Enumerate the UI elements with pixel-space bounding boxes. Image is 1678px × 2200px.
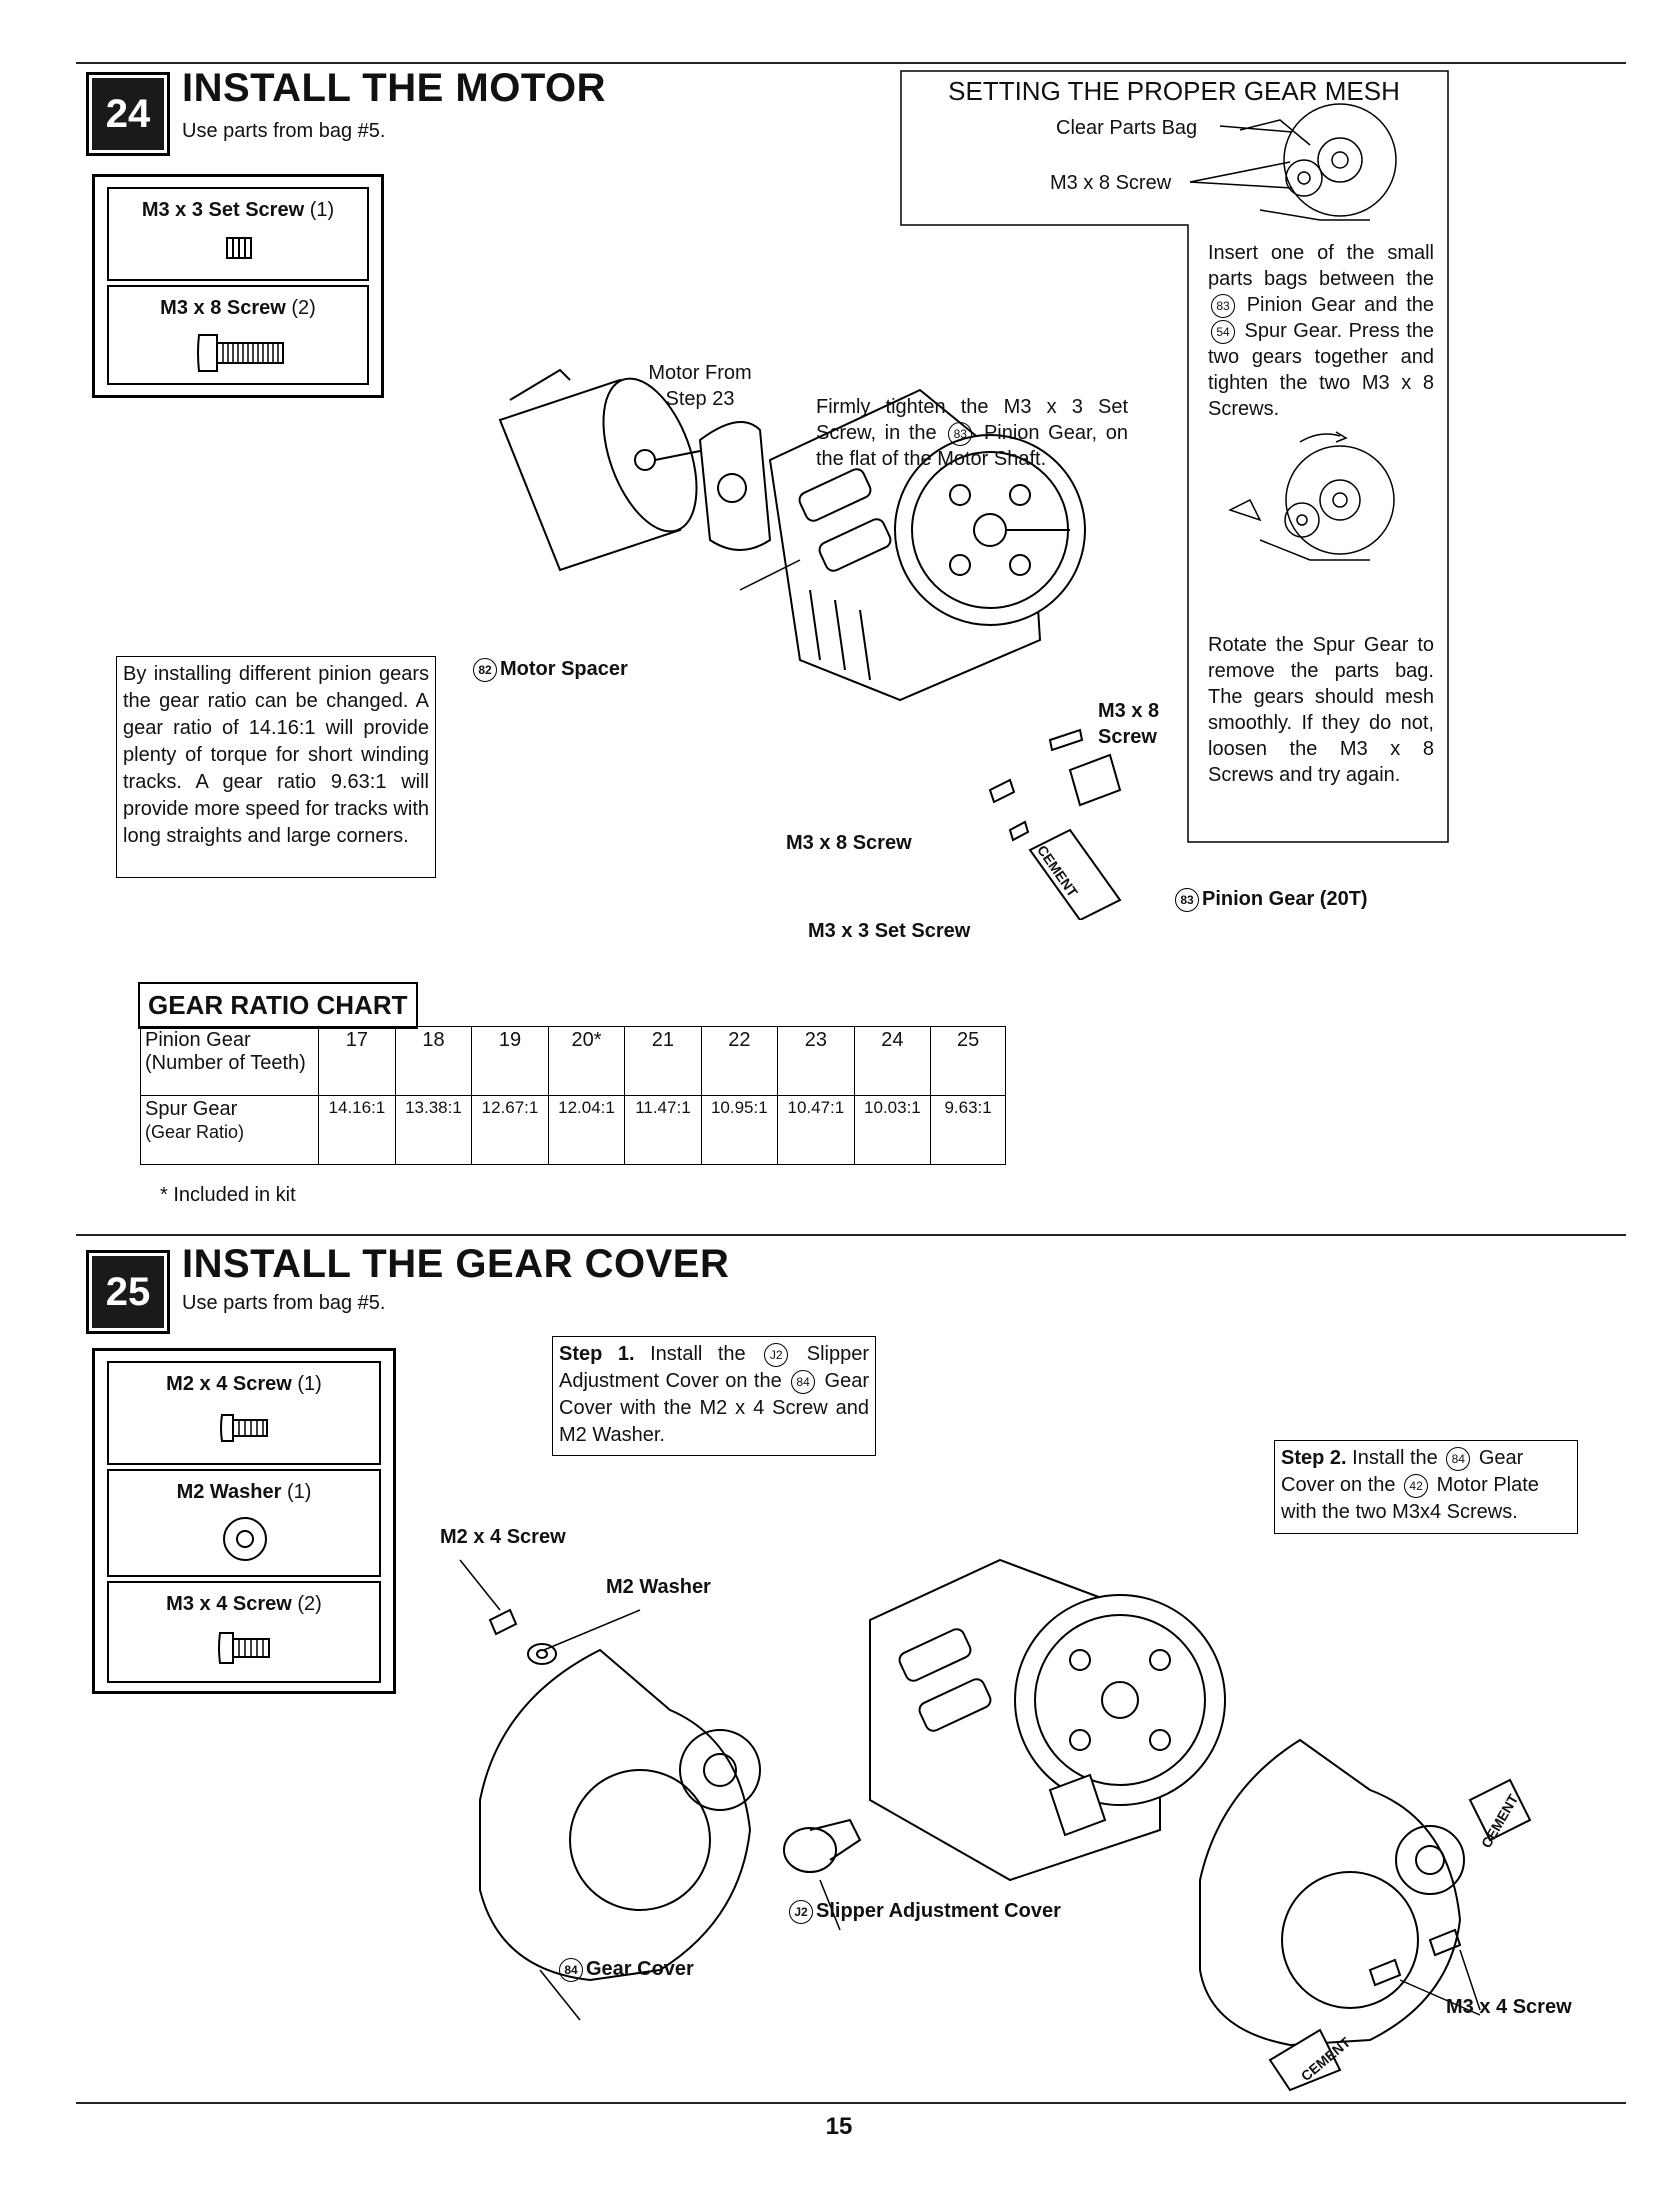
part-number-83-badge: 83 xyxy=(1175,887,1199,912)
part-number-42-badge: 42 xyxy=(1404,1473,1429,1498)
part-m3x3-set-screw: M3 x 3 Set Screw (1) xyxy=(107,187,369,281)
gear-ratio-chart-title: GEAR RATIO CHART xyxy=(138,982,418,1029)
step-24-number: 24 xyxy=(86,72,170,156)
mid-rule xyxy=(76,1234,1626,1236)
part-number-54-badge: 54 xyxy=(1211,319,1235,344)
step-24-parts-box: M3 x 3 Set Screw (1) M3 x 8 Screw (2) xyxy=(92,174,384,398)
part-number-83-badge: 83 xyxy=(948,421,973,446)
step-25-subtitle: Use parts from bag #5. xyxy=(182,1292,386,1314)
gear-mesh-rotate-text: Rotate the Spur Gear to remove the parts… xyxy=(1208,634,1434,786)
part-m2-washer: M2 Washer (1) xyxy=(107,1469,381,1577)
gear-ratio-table: Pinion Gear(Number of Teeth) 17 18 19 20… xyxy=(139,1026,1006,1165)
m2x4-screw-label: M2 x 4 Screw xyxy=(440,1526,566,1548)
step-24-subtitle: Use parts from bag #5. xyxy=(182,120,386,142)
motor-from-label: Motor From Step 23 xyxy=(648,362,752,410)
part-number-84-badge: 84 xyxy=(1446,1446,1471,1471)
bottom-rule xyxy=(76,2102,1626,2104)
part-number-j2-badge: J2 xyxy=(789,1899,813,1924)
step-1-instruction: Step 1. Install the J2 Slipper Adjustmen… xyxy=(552,1336,876,1456)
set-screw-icon xyxy=(226,237,252,259)
gear-cover-illustration xyxy=(459,1558,1532,2092)
gear-mesh-box-frame xyxy=(900,70,1449,843)
part-m3x8-screw: M3 x 8 Screw (2) xyxy=(107,285,369,385)
gear-ratio-note: By installing different pinion gears the… xyxy=(116,656,436,878)
m2x4-screw-icon xyxy=(220,1414,268,1442)
table-row: Pinion Gear(Number of Teeth) 17 18 19 20… xyxy=(139,1026,1006,1096)
step-25-parts-box: M2 x 4 Screw (1) M2 Washer (1) M3 x 4 Sc… xyxy=(92,1348,396,1694)
part-m3x4-screw: M3 x 4 Screw (2) xyxy=(107,1581,381,1683)
m2-washer-label: M2 Washer xyxy=(606,1576,711,1598)
set-screw-label: M3 x 3 Set Screw xyxy=(808,920,971,942)
page-number: 15 xyxy=(825,2113,853,2140)
m3x4-screw-icon xyxy=(218,1632,270,1664)
m3x4-screw-label: M3 x 4 Screw xyxy=(1446,1996,1572,2018)
part-m2x4-screw: M2 x 4 Screw (1) xyxy=(107,1361,381,1465)
part-number-j2-badge: J2 xyxy=(764,1342,789,1367)
gear-mesh-insert-text: Insert one of the small parts bags betwe… xyxy=(1208,242,1435,420)
motor-install-illustration xyxy=(498,368,1122,920)
part-number-84-badge: 84 xyxy=(559,1957,583,1982)
step-25-number: 25 xyxy=(86,1250,170,1334)
top-rule xyxy=(76,62,1626,64)
clear-parts-bag-label: Clear Parts Bag xyxy=(1056,117,1198,139)
chart-footnote: * Included in kit xyxy=(160,1184,296,1206)
tighten-set-screw-text: Firmly tighten the M3 x 3 Set Screw, in … xyxy=(816,396,1128,470)
part-number-84-badge: 84 xyxy=(791,1369,816,1394)
gear-mesh-screw-label: M3 x 8 Screw xyxy=(1050,172,1172,194)
m3x8-screw-right-label: M3 x 8 Screw xyxy=(1098,700,1160,748)
step-25-title: INSTALL THE GEAR COVER xyxy=(182,1242,730,1286)
washer-icon xyxy=(223,1517,267,1561)
gear-mesh-title: SETTING THE PROPER GEAR MESH xyxy=(948,76,1400,106)
step-24-title: INSTALL THE MOTOR xyxy=(182,66,607,110)
part-number-82-badge: 82 xyxy=(473,657,497,682)
part-number-83-badge: 83 xyxy=(1211,293,1235,318)
step-2-instruction: Step 2. Install the 84 Gear Cover on the… xyxy=(1274,1440,1578,1534)
m3x8-screw-icon xyxy=(197,334,284,372)
table-row: Spur Gear(Gear Ratio) 14.16:1 13.38:1 12… xyxy=(139,1095,1006,1165)
m3x8-screw-bottom-label: M3 x 8 Screw xyxy=(786,832,912,854)
